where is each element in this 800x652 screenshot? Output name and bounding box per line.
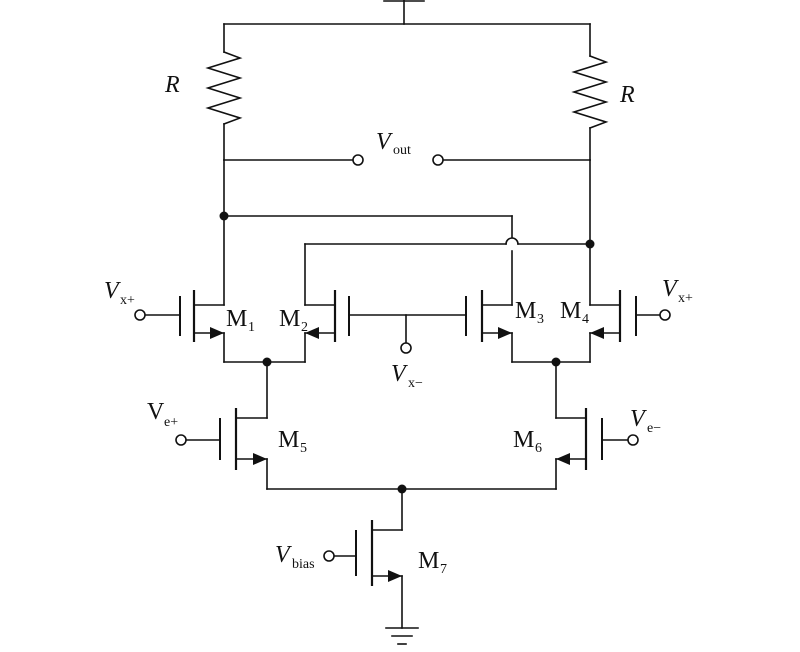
resistor-right-label: R xyxy=(619,82,635,108)
ve-plus-main: V xyxy=(147,399,165,425)
pair-tail-wires xyxy=(223,357,591,419)
m5-label-sub: 5 xyxy=(300,441,307,456)
vx-plus-right-main: V xyxy=(662,276,679,302)
m6-label-main: M xyxy=(513,427,534,453)
m7-label-main: M xyxy=(418,548,439,574)
vout-label-sub: out xyxy=(393,143,411,158)
m5-label-main: M xyxy=(278,427,299,453)
ve-plus-sub: e+ xyxy=(164,415,178,430)
vx-minus-sub: x− xyxy=(408,376,423,391)
resistor-right xyxy=(571,23,609,161)
vx-plus-right-terminal xyxy=(659,309,671,321)
vx-plus-left-terminal xyxy=(134,309,146,321)
transistor-m6 xyxy=(555,408,639,490)
vout-label-main: V xyxy=(376,129,393,155)
ve-plus-terminal xyxy=(175,434,187,446)
transistor-m3 xyxy=(465,290,513,363)
m3-label-sub: 3 xyxy=(537,312,544,327)
common-tail xyxy=(266,484,557,531)
supply-rail xyxy=(223,0,591,25)
m7-label-sub: 7 xyxy=(440,562,447,577)
resistor-left xyxy=(205,23,243,161)
vx-plus-left-main: V xyxy=(104,278,121,304)
m3-label-main: M xyxy=(515,298,536,324)
ve-minus-main: V xyxy=(630,406,647,432)
ground-icon xyxy=(385,627,419,645)
m2-label-sub: 2 xyxy=(301,320,308,335)
transistor-m4 xyxy=(589,290,671,363)
resistor-left-label: R xyxy=(164,72,180,98)
m6-label-sub: 6 xyxy=(535,441,542,456)
ve-minus-terminal xyxy=(627,434,639,446)
cross-coupling-wires xyxy=(219,159,595,306)
vx-minus-main: V xyxy=(391,361,408,387)
vbias-sub: bias xyxy=(292,557,315,572)
m1-label-sub: 1 xyxy=(248,320,255,335)
vbias-terminal xyxy=(323,550,335,562)
m1-label-main: M xyxy=(226,306,247,332)
vx-minus-gate xyxy=(348,314,467,354)
transistor-m7 xyxy=(323,520,403,629)
vout-right-terminal xyxy=(432,154,444,166)
vx-plus-left-sub: x+ xyxy=(120,293,135,308)
ve-minus-sub: e− xyxy=(647,421,661,436)
vbias-main: V xyxy=(275,542,292,568)
vout-left-terminal xyxy=(352,154,364,166)
m4-label-sub: 4 xyxy=(582,312,589,327)
m2-label-main: M xyxy=(279,306,300,332)
m4-label-main: M xyxy=(560,298,581,324)
vx-plus-right-sub: x+ xyxy=(678,291,693,306)
transistor-m2 xyxy=(304,290,350,363)
vx-minus-terminal xyxy=(400,342,412,354)
transistor-m1 xyxy=(134,290,225,363)
transistor-m5 xyxy=(175,408,268,490)
output-terminals xyxy=(223,154,591,166)
